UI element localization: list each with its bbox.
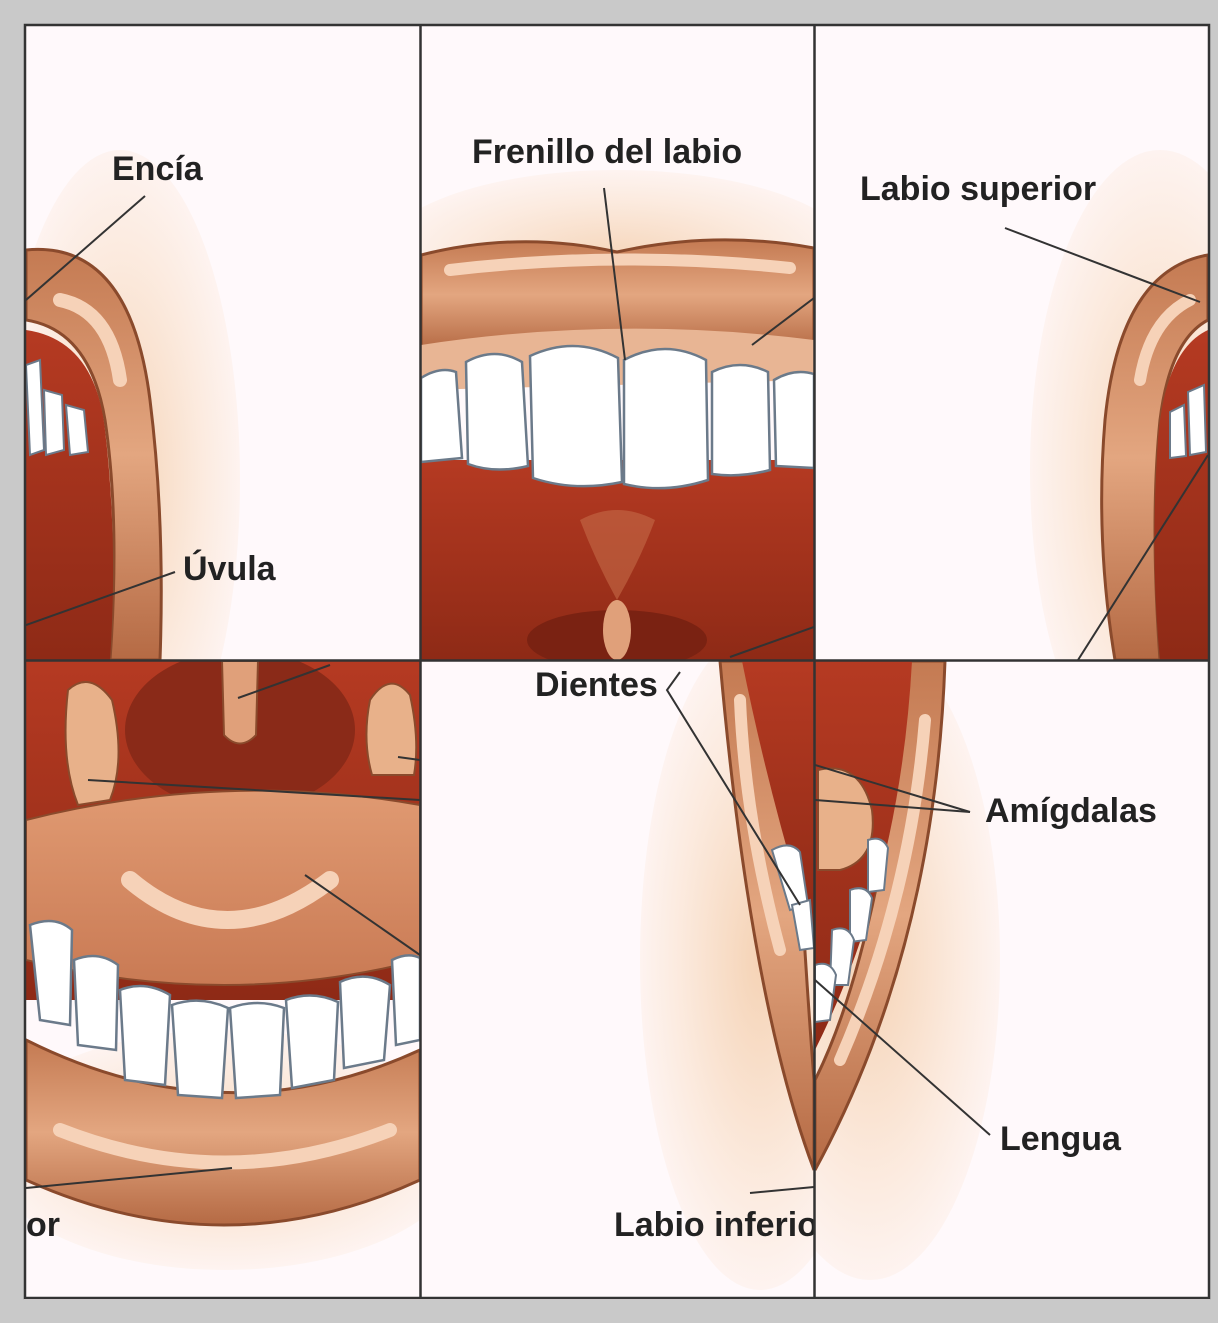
label-lengua: Lengua	[1000, 1120, 1122, 1158]
tile-top-center[interactable]: Frenillo del labio	[377, 26, 857, 670]
label-labio-inferior-fragment-left: or	[26, 1206, 60, 1244]
label-labio-inferior-fragment-right: Labio inferio	[614, 1206, 818, 1244]
label-uvula: Úvula	[183, 550, 277, 588]
tile-bottom-center[interactable]: Labio inferio	[421, 630, 880, 1297]
label-labio-superior: Labio superior	[860, 170, 1096, 208]
label-dientes: Dientes	[535, 666, 658, 704]
label-frenillo-del-labio: Frenillo del labio	[472, 133, 742, 171]
label-encia: Encía	[112, 150, 204, 188]
tile-bottom-left[interactable]: or	[0, 650, 465, 1297]
label-amigdalas: Amígdalas	[985, 792, 1157, 830]
